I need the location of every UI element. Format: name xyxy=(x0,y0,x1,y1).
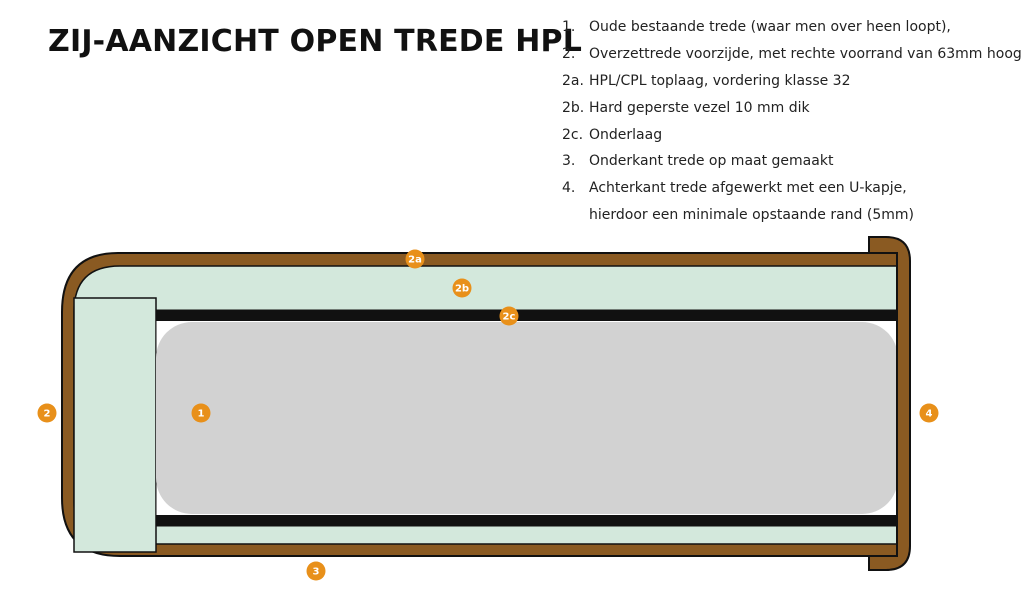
badge-label: 3 xyxy=(313,567,320,578)
legend-item: 2c. Onderlaag xyxy=(562,122,1022,149)
legend-number: 2a. xyxy=(562,72,584,89)
badge-4: 4 xyxy=(919,403,939,423)
legend-item: hierdoor een minimale opstaande rand (5m… xyxy=(562,202,1022,229)
underlayer-bottom xyxy=(156,515,898,526)
legend-text: Onderlaag xyxy=(589,126,663,143)
front-block xyxy=(73,297,157,553)
badge-label: 2c xyxy=(503,312,516,323)
legend-item: 2a. HPL/CPL toplaag, vordering klasse 32 xyxy=(562,68,1022,95)
badge-2b: 2b xyxy=(452,278,472,298)
badge-3: 3 xyxy=(306,561,326,581)
badge-2a: 2a xyxy=(405,249,425,269)
legend-item: 3. Onderkant trede op maat gemaakt xyxy=(562,148,1022,175)
legend-text: Oude bestaande trede (waar men over heen… xyxy=(589,19,951,35)
legend-list: 1. Oude bestaande trede (waar men over he… xyxy=(562,14,1022,229)
badge-2: 2 xyxy=(37,403,57,423)
badge-1: 1 xyxy=(191,403,211,423)
legend-text: HPL/CPL toplaag, vordering klasse 32 xyxy=(589,72,851,89)
badge-2c: 2c xyxy=(499,306,519,326)
legend-text: Overzettrede voorzijde, met rechte voorr… xyxy=(589,45,1022,62)
u-cap xyxy=(868,236,911,571)
legend-text: Onderkant trede op maat gemaakt xyxy=(589,153,834,170)
legend-item: 2b.Hard geperste vezel 10 mm dik xyxy=(562,95,1022,122)
badge-label: 4 xyxy=(926,409,933,420)
legend-number: 4. xyxy=(562,180,576,197)
legend-text: Achterkant trede afgewerkt met een U-kap… xyxy=(589,180,907,197)
legend-number: 2. xyxy=(562,45,576,62)
legend-item: 4. Achterkant trede afgewerkt met een U-k… xyxy=(562,175,1022,202)
legend-number: 3. xyxy=(562,153,576,170)
badge-label: 1 xyxy=(198,409,205,420)
legend-text: hierdoor een minimale opstaande rand (5m… xyxy=(589,207,914,224)
legend-item: 1. Oude bestaande trede (waar men over he… xyxy=(562,14,1022,41)
existing-step xyxy=(156,322,898,514)
legend-item: 2. Overzettrede voorzijde, met rechte voo… xyxy=(562,41,1022,68)
underlayer-top xyxy=(156,310,898,321)
badge-label: 2a xyxy=(408,255,422,266)
legend-number: 1. xyxy=(562,19,576,35)
badge-label: 2b xyxy=(455,284,469,295)
legend-number: 2b. xyxy=(562,99,585,116)
page-title: ZIJ-AANZICHT OPEN TREDE HPL xyxy=(48,24,583,59)
legend-number: 2c. xyxy=(562,126,584,143)
badge-label: 2 xyxy=(44,409,51,420)
legend-text: Hard geperste vezel 10 mm dik xyxy=(589,99,810,116)
